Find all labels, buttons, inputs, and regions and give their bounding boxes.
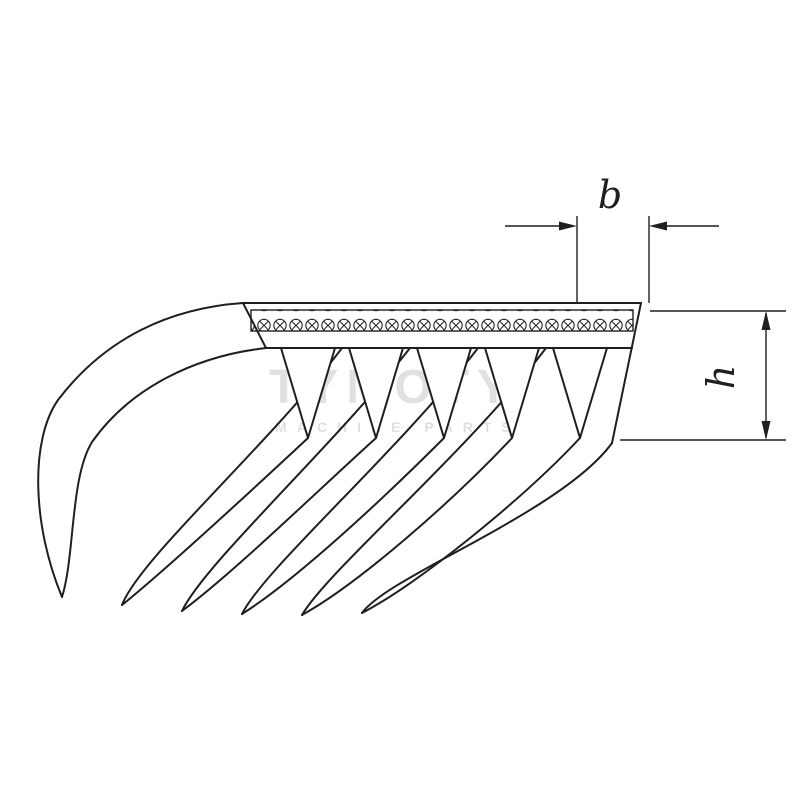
rib-curve (361, 437, 581, 614)
belt-outer-silhouette (37, 302, 244, 598)
dimension-h-label: h (699, 365, 743, 389)
dimension-b-arrow-right (559, 221, 577, 231)
dimension-b: b (505, 173, 719, 303)
dimension-b-label: b (598, 173, 622, 217)
belt-right-edge (611, 302, 642, 444)
dimension-h-arrow-bottom (761, 421, 771, 440)
rib-tooth (552, 347, 608, 439)
rib-curve (121, 437, 309, 606)
watermark-subtitle: MACHINE PARTS (275, 419, 521, 435)
dimension-h: h (620, 310, 786, 441)
belt-face (242, 302, 642, 444)
dimension-h-arrow-top (761, 311, 771, 330)
rib-curve (361, 442, 613, 614)
rib-curve (181, 437, 377, 612)
hatch-strip (250, 309, 634, 332)
belt-inner-silhouette (61, 347, 267, 598)
rib-curve (301, 437, 513, 616)
rib-curve (241, 437, 445, 615)
dimension-b-arrow-left (649, 221, 667, 231)
